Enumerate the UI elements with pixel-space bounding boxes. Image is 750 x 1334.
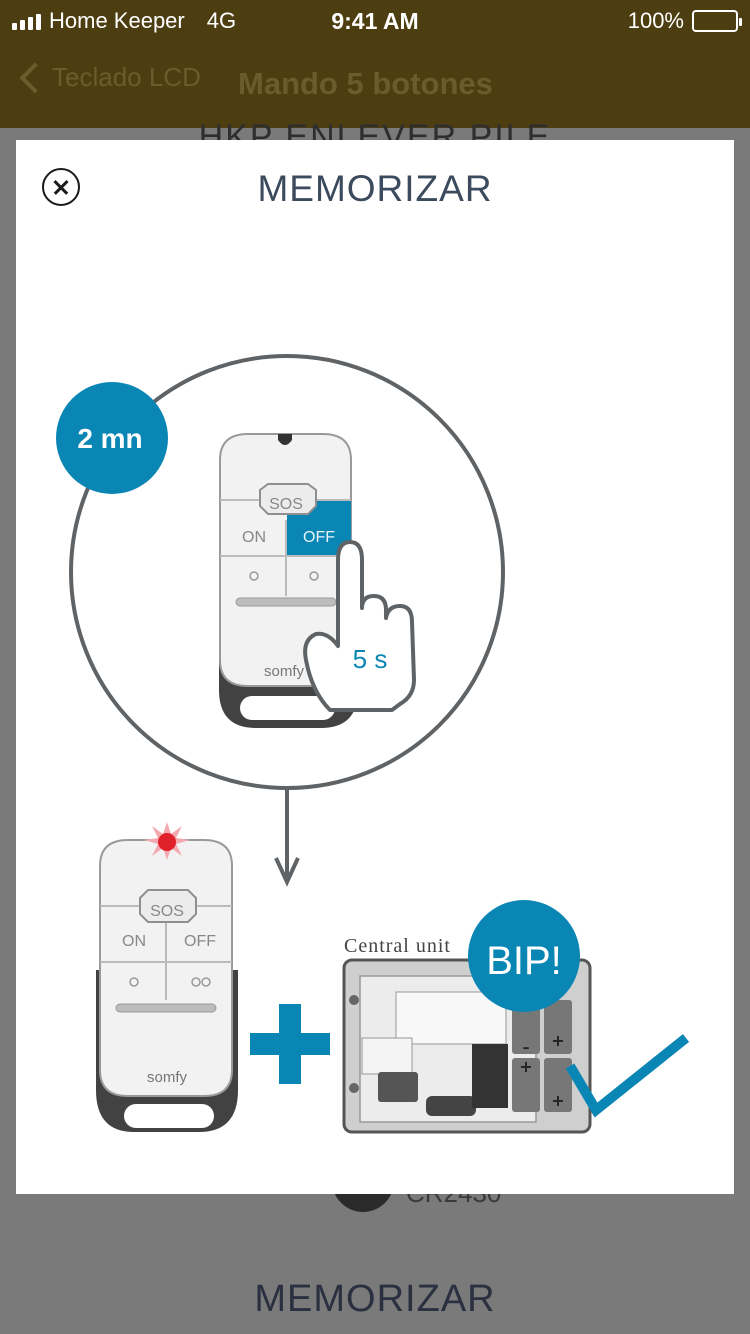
svg-text:–: – — [523, 1040, 530, 1056]
beep-badge-text: BIP! — [486, 939, 562, 983]
hold-duration-text: 5 s — [353, 644, 388, 674]
battery-percent: 100% — [627, 8, 684, 33]
svg-text:+: + — [519, 1057, 532, 1076]
timer-badge — [56, 382, 168, 494]
back-button[interactable]: Teclado LCD — [16, 61, 201, 94]
check-icon — [565, 1034, 690, 1118]
remote-bottom: SOS ON OFF somfy — [96, 822, 238, 1132]
memorize-illustration: 2 mn SOS ON OFF somfy 5 s — [56, 354, 690, 1134]
carrier-label: Home Keeper — [49, 8, 185, 33]
remote-bottom-on-label: ON — [122, 933, 146, 950]
clock: 9:41 AM — [331, 8, 419, 34]
remote-bottom-off-label: OFF — [184, 933, 216, 950]
remote-bottom-brand: somfy — [147, 1069, 188, 1086]
status-bar: Home Keeper 4G 9:41 AM 100% — [0, 0, 750, 40]
remote-top-brand: somfy — [264, 663, 305, 680]
timer-badge-text: 2 mn — [77, 423, 142, 454]
remote-top-off-label: OFF — [303, 529, 335, 546]
svg-text:+: + — [551, 1031, 564, 1050]
pointing-hand-icon: 5 s — [303, 540, 416, 712]
back-label: Teclado LCD — [52, 62, 201, 92]
central-unit-label: Central unit — [344, 935, 451, 957]
close-button[interactable] — [42, 168, 80, 206]
nav-title: Mando 5 botones — [238, 66, 493, 101]
arrow-head — [274, 857, 300, 887]
top-bar: Home Keeper 4G 9:41 AM 100% Teclado LCD … — [0, 0, 750, 128]
remote-top-on-label: ON — [242, 529, 266, 546]
led-flash-icon — [144, 822, 190, 860]
beep-badge — [468, 900, 580, 1012]
status-left: Home Keeper 4G — [12, 8, 236, 34]
navigation-bar: Teclado LCD Mando 5 botones — [0, 40, 750, 128]
modal-title: MEMORIZAR — [257, 168, 493, 209]
remote-top-sos-label: SOS — [269, 496, 303, 513]
chevron-left-icon — [19, 61, 51, 94]
background-memorize-button[interactable]: MEMORIZAR — [254, 1278, 496, 1320]
plus-icon — [250, 1004, 330, 1084]
battery-icon — [692, 10, 742, 32]
signal-icon — [12, 12, 41, 30]
status-right: 100% — [627, 8, 742, 34]
network-label: 4G — [206, 8, 237, 33]
svg-text:+: + — [551, 1091, 564, 1110]
remote-bottom-sos-label: SOS — [150, 903, 184, 920]
memorize-modal: 2 mn SOS ON OFF somfy 5 s — [16, 140, 734, 1194]
